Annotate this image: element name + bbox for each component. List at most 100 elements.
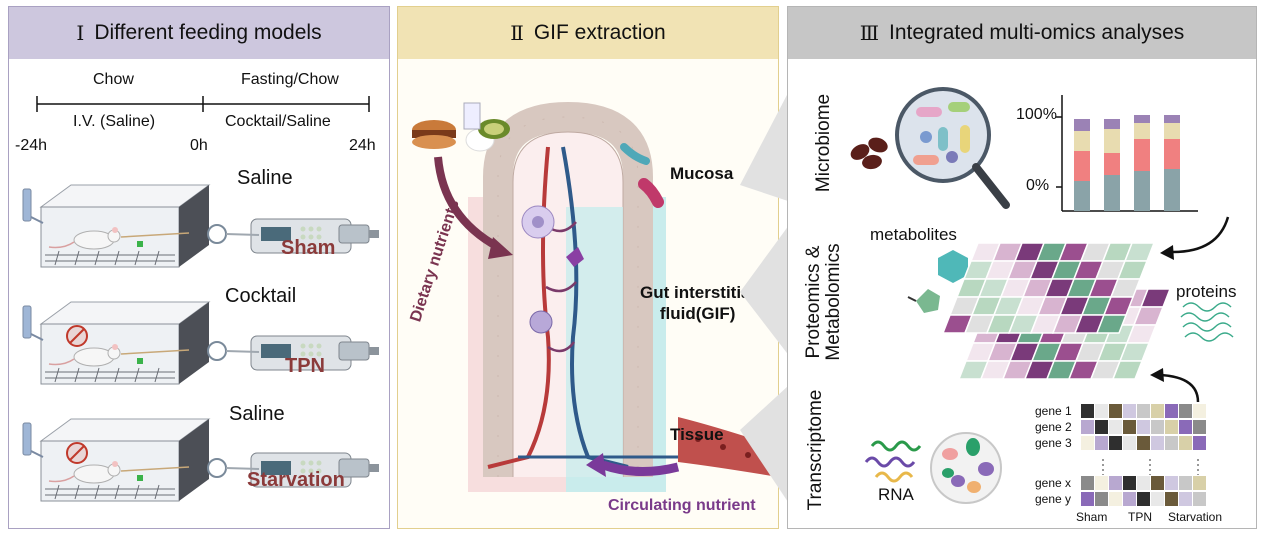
panel-numeral: Ⅰ [76, 21, 85, 45]
heatmap-cell [1123, 420, 1136, 434]
heatmap-cell [1109, 492, 1122, 506]
stacked-bar-chart [1056, 95, 1198, 212]
bar-segment [1104, 153, 1120, 175]
bar-axis-bottom: 0% [1026, 177, 1050, 194]
bar-segment [1074, 119, 1090, 131]
heatmap-cell [1137, 436, 1150, 450]
heatmap-cell [1165, 476, 1178, 490]
bar-axis-top: 100% [1016, 106, 1057, 123]
heatmap-cell [1095, 404, 1108, 418]
group-name-label: TPN [285, 355, 325, 377]
heatmap-cell [1095, 420, 1108, 434]
heatmap-cell [1165, 436, 1178, 450]
heatmap-cell [1151, 436, 1164, 450]
heatmap-cell [1123, 476, 1136, 490]
bar-segment [1074, 131, 1090, 151]
heatmap-cell [1109, 436, 1122, 450]
heatmap-group-label: TPN [1128, 510, 1152, 524]
heatmap-cell [1095, 492, 1108, 506]
rna-label: RNA [878, 485, 914, 504]
gene-label: gene y [1035, 492, 1072, 506]
heatmap-cell [1151, 492, 1164, 506]
heatmap-cell [1193, 404, 1206, 418]
heatmap-cell [1109, 476, 1122, 490]
metabolites-label: metabolites [870, 225, 957, 244]
bar-segment [1164, 169, 1180, 211]
heatmap-cell [1081, 436, 1094, 450]
matrix-cell [1111, 360, 1144, 380]
gene-label: gene 3 [1035, 436, 1072, 450]
timeline-cocktail-label: Cocktail/Saline [225, 113, 331, 130]
group-infusion-label: Saline [229, 403, 285, 425]
bar-segment [1104, 129, 1120, 153]
panel-header: Ⅰ Different feeding models [9, 7, 389, 59]
timeline-mid: 0h [190, 137, 208, 154]
heatmap-cell [1165, 420, 1178, 434]
gene-label: gene 2 [1035, 420, 1072, 434]
timeline-axis [36, 96, 370, 112]
circulating-nutrient-label: Circulating nutrient [608, 497, 756, 514]
panel-feeding-models: Ⅰ Different feeding models Chow Fasting/… [8, 6, 390, 529]
heatmap-cell [1095, 476, 1108, 490]
gene-label: gene x [1035, 476, 1072, 490]
heatmap-cell [1081, 404, 1094, 418]
bar-segment [1134, 171, 1150, 211]
heatmap-cell [1123, 404, 1136, 418]
heatmap-group-label: Starvation [1168, 510, 1223, 524]
heatmap-cell [1123, 492, 1136, 506]
heatmap-cell [1179, 492, 1192, 506]
panel-title: GIF extraction [533, 21, 666, 44]
group-name-label: Starvation [247, 469, 345, 491]
heatmap-cell [1109, 404, 1122, 418]
panel-title: Different feeding models [94, 21, 322, 44]
heatmap-cell [1179, 436, 1192, 450]
bar-segment [1164, 115, 1180, 123]
magnifier-icon [895, 87, 1010, 209]
heatmap-cell [1095, 436, 1108, 450]
heatmap-cell [1109, 420, 1122, 434]
heatmap-cell [1081, 492, 1094, 506]
bar-segment [1134, 115, 1150, 123]
heatmap-cell [1137, 476, 1150, 490]
heatmap-cell [1151, 476, 1164, 490]
timeline-start: -24h [15, 137, 48, 154]
bar-segment [1104, 175, 1120, 211]
heatmap-cell [1165, 492, 1178, 506]
timeline-end: 24h [349, 137, 376, 154]
heatmap-cell [1151, 420, 1164, 434]
bar-segment [1164, 123, 1180, 139]
panel-multi-omics: Ⅲ Integrated multi-omics analyses Microb… [787, 6, 1257, 529]
bar-segment [1104, 119, 1120, 129]
cage-pump-illustrations [22, 184, 380, 502]
mucosa-label: Mucosa [670, 164, 734, 183]
group-name-label: Sham [281, 237, 336, 259]
heatmap-cell [1165, 404, 1178, 418]
bar-segment [1074, 181, 1090, 211]
matrix-cell [1095, 314, 1128, 334]
heatmap-cell [1193, 492, 1206, 506]
panel-gif-extraction: Ⅱ GIF extraction [397, 6, 779, 529]
heatmap-cell [1179, 476, 1192, 490]
no-food-icon [66, 325, 88, 464]
heatmap-cell [1179, 404, 1192, 418]
heatmap-cell [1151, 404, 1164, 418]
heatmap-cell [1193, 436, 1206, 450]
heatmap-cell [1179, 420, 1192, 434]
heatmap-cell [1137, 492, 1150, 506]
heatmap-cell [1081, 420, 1094, 434]
beans-icon [850, 137, 888, 170]
panel-numeral: Ⅱ [510, 21, 524, 45]
panel-title: Integrated multi-omics analyses [889, 21, 1185, 44]
omics-illustrations [850, 87, 1234, 506]
group-infusion-label: Saline [237, 167, 293, 189]
heatmap-cell [1081, 476, 1094, 490]
panel-header: Ⅱ GIF extraction [398, 7, 778, 59]
bar-segment [1074, 151, 1090, 181]
timeline-iv-label: I.V. (Saline) [73, 113, 156, 130]
heatmap-cell [1137, 404, 1150, 418]
proteins-label: proteins [1176, 282, 1237, 301]
bar-segment [1164, 139, 1180, 169]
heatmap-cell [1193, 476, 1206, 490]
gene-label: gene 1 [1035, 404, 1072, 418]
villus-illustration [412, 101, 778, 492]
